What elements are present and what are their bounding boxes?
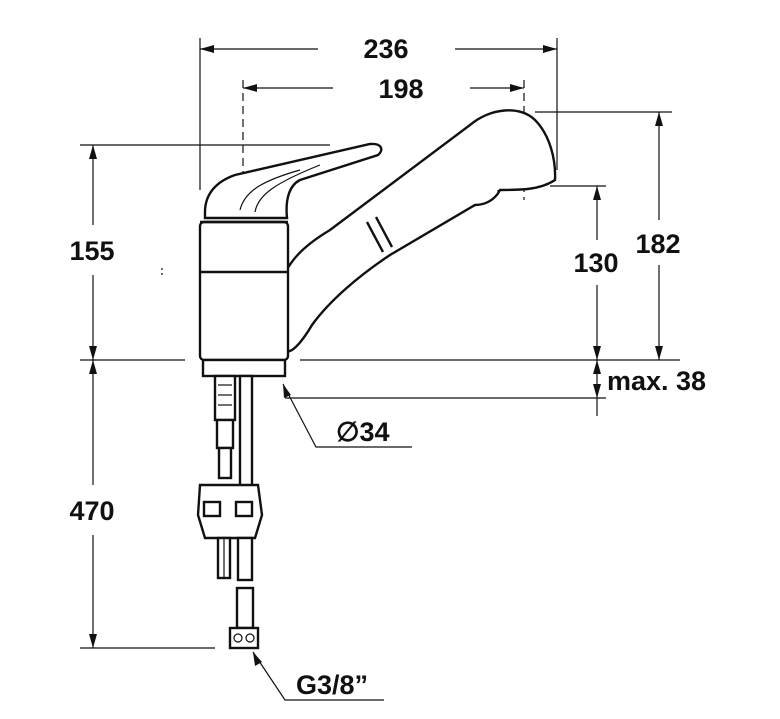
dim-155-label: 155 (69, 236, 114, 266)
dim-236-label: 236 (363, 34, 408, 64)
dimension-labels: 236 198 155 182 130 max. 38 ∅34 470 G3/8… (69, 34, 706, 700)
dim-diameter-label: ∅34 (336, 417, 390, 447)
dim-198-label: 198 (378, 74, 423, 104)
dim-182-label: 182 (635, 229, 680, 259)
dim-470-label: 470 (69, 496, 114, 526)
dimension-lines (89, 45, 663, 701)
dim-thread-label: G3/8” (296, 670, 368, 700)
dim-130-label: 130 (573, 248, 618, 278)
faucet-body (196, 109, 557, 650)
dim-max38-label: max. 38 (607, 366, 706, 396)
extension-lines (80, 38, 680, 649)
